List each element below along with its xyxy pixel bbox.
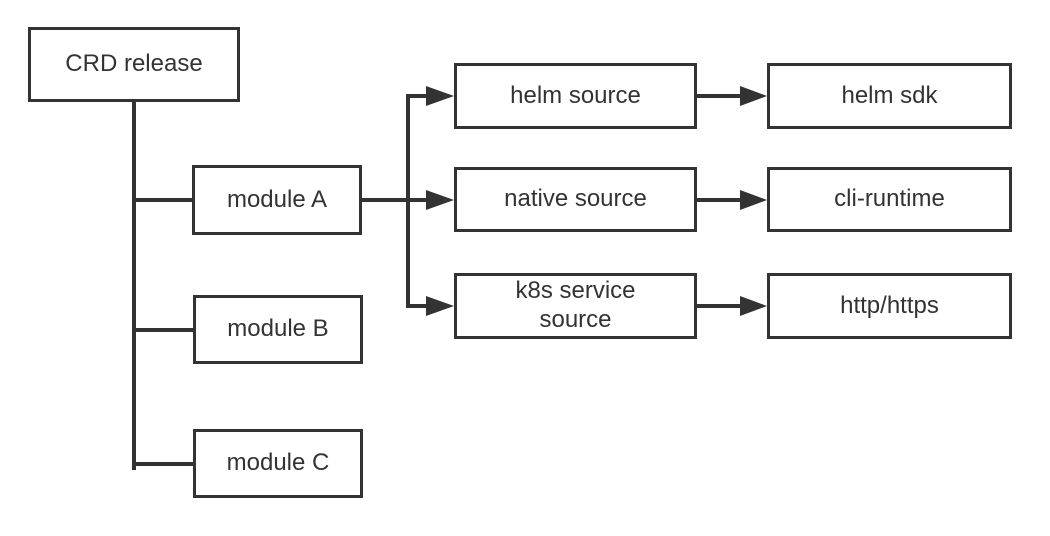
edge-module-a-to-helm-source [406,86,454,106]
edge-helm-source-to-helm-sdk [697,86,767,106]
node-http-https: http/https [767,273,1012,339]
edge-module-a-to-k8s-service-source [406,296,454,316]
node-cli-runtime-label: cli-runtime [834,185,945,213]
node-native-source-label: native source [504,185,647,213]
node-helm-sdk-label: helm sdk [841,81,938,109]
node-k8s-service-source-label: k8s service source [515,277,636,333]
edge-native-source-to-cli-runtime [697,190,767,210]
node-module-c: module C [193,429,363,498]
node-helm-source: helm source [454,63,697,129]
node-native-source: native source [454,167,697,232]
edge-k8s-service-source-to-http-https [697,296,767,316]
node-module-a-label: module A [226,185,328,213]
node-module-b-label: module B [227,315,329,343]
node-helm-sdk: helm sdk [767,63,1012,129]
node-module-a: module A [192,165,362,235]
node-k8s-service-source: k8s service source [454,273,697,339]
node-module-c-label: module C [226,449,330,477]
node-cli-runtime: cli-runtime [767,167,1012,232]
node-http-https-label: http/https [840,291,939,319]
node-module-b: module B [193,295,363,364]
edge-module-a-branch-vertical [362,94,430,308]
node-helm-source-label: helm source [510,81,641,109]
node-crd-release: CRD release [28,27,240,102]
node-crd-release-label: CRD release [65,50,203,78]
edge-module-a-to-native-source [426,190,454,210]
